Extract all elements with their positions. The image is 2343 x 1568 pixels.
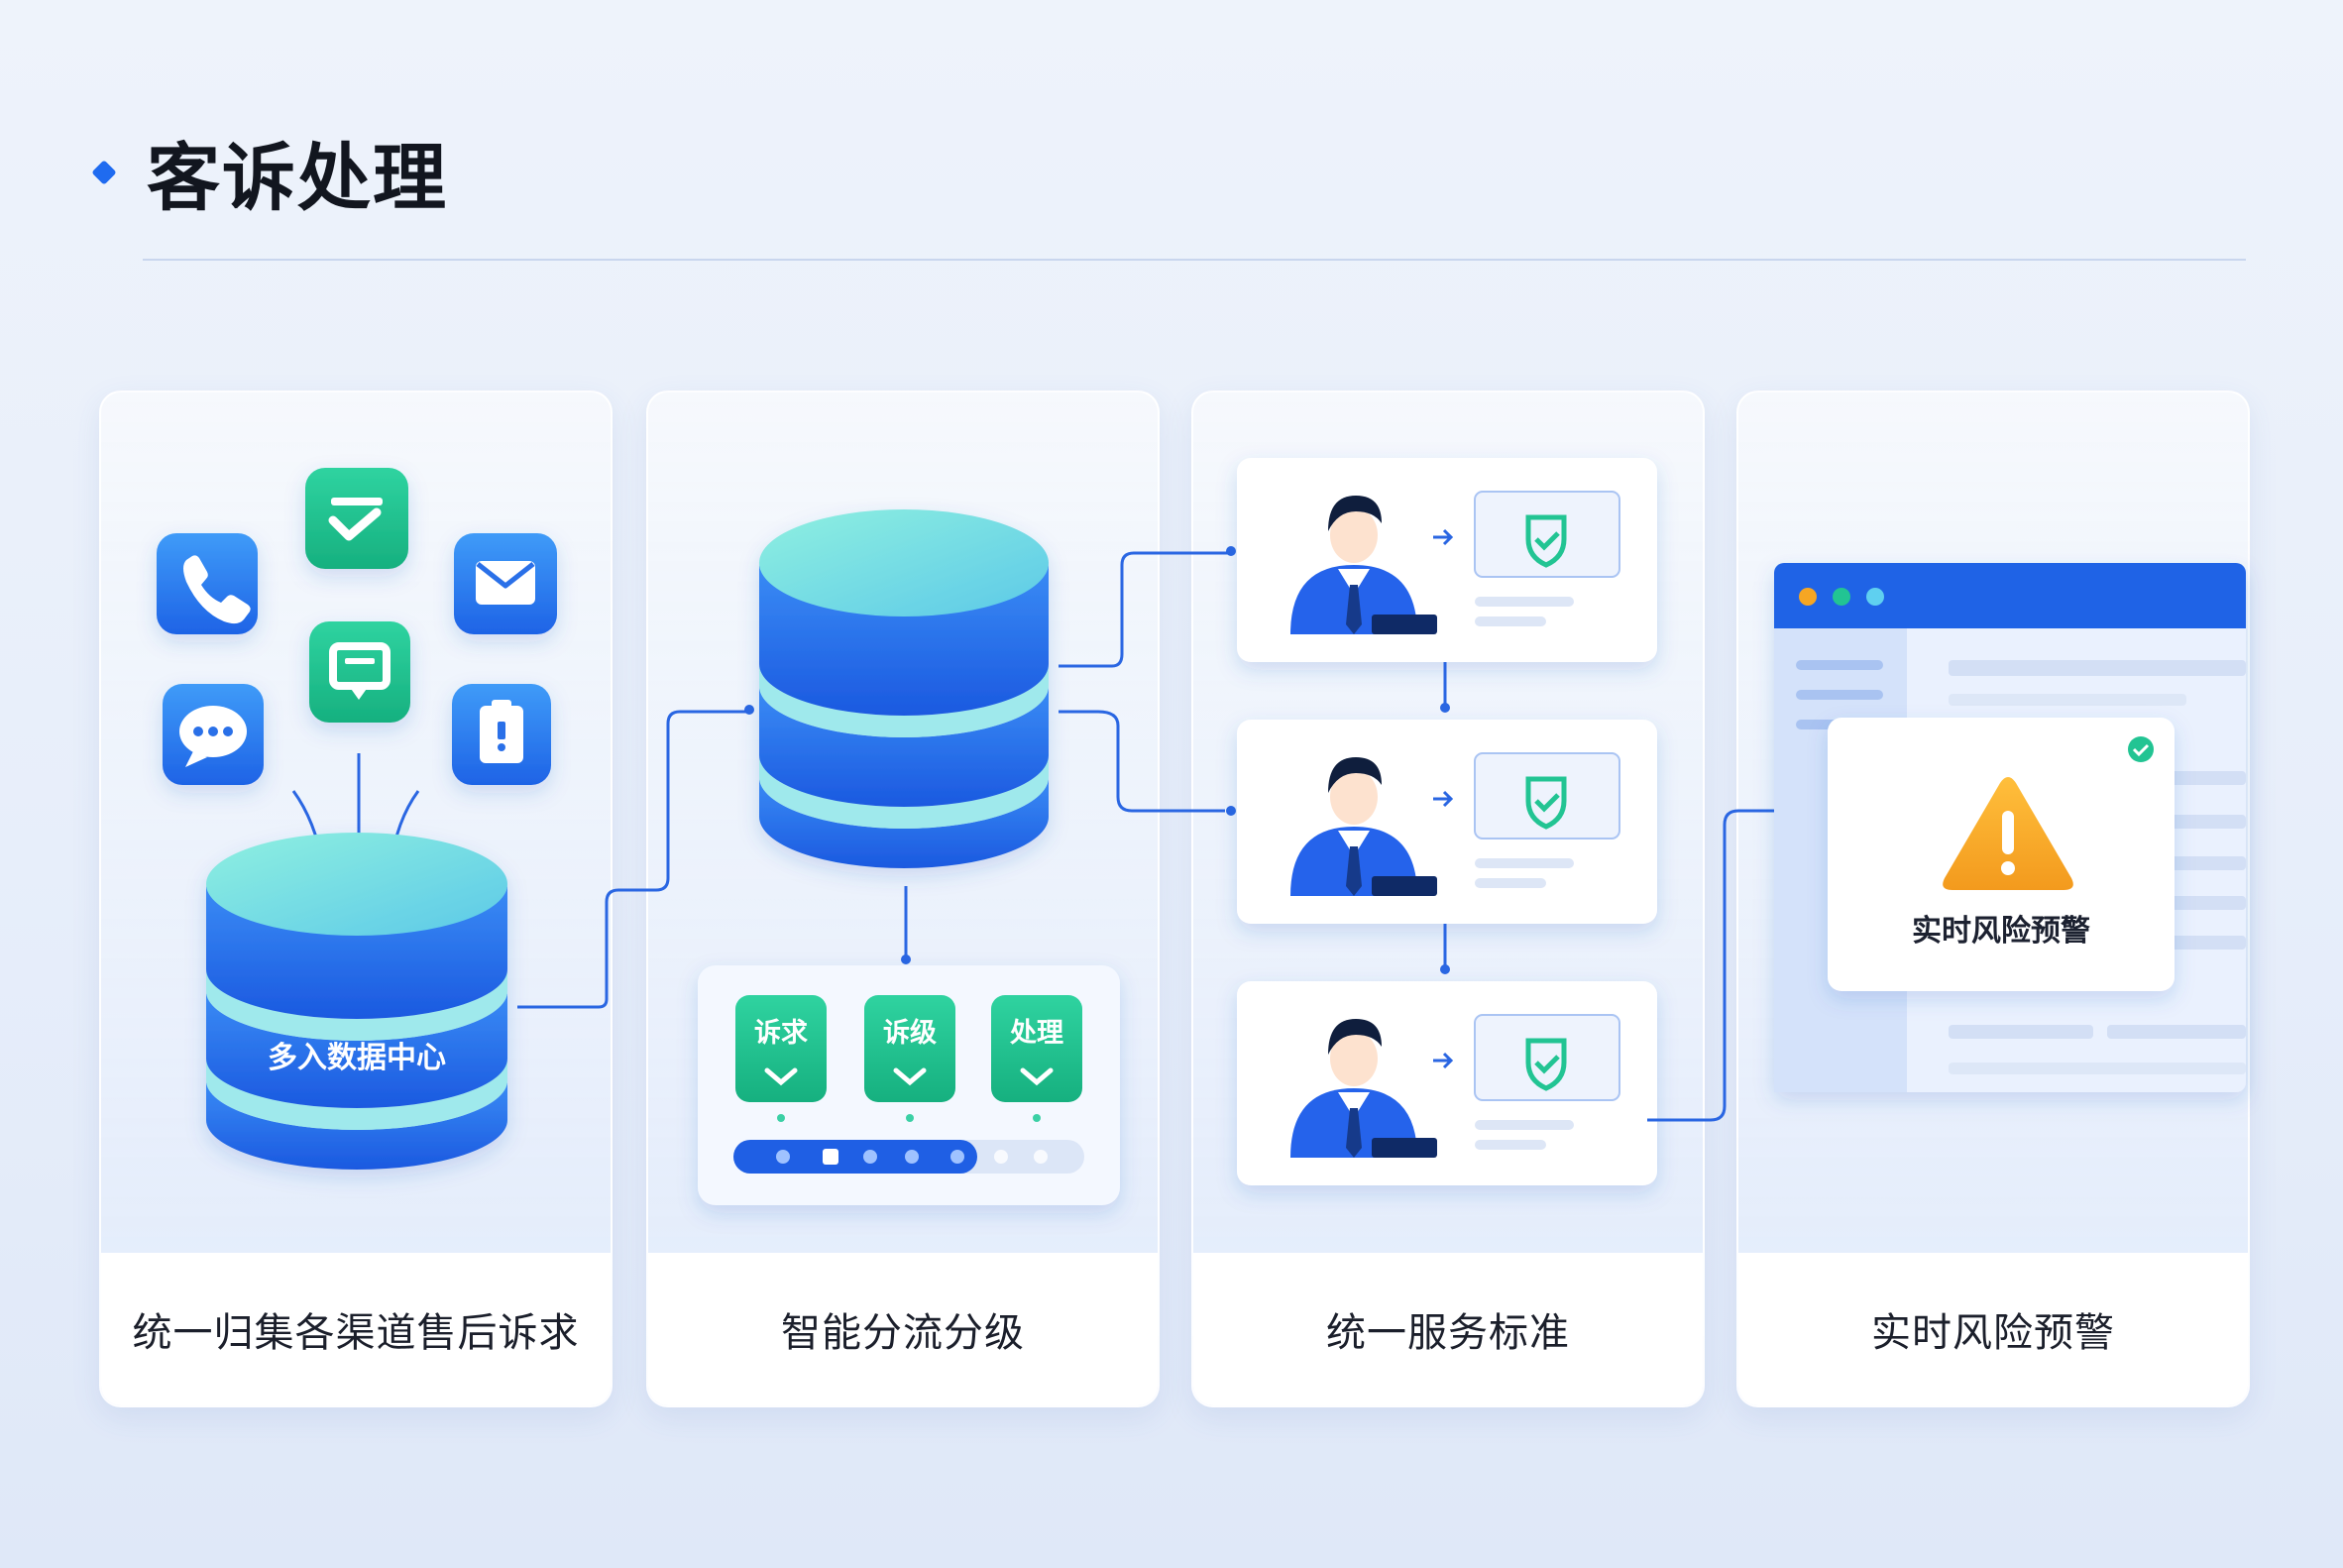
- alert-popup: [1828, 718, 2175, 991]
- chat-bubble-icon: [163, 684, 264, 785]
- agent-avatar-icon: [1290, 1019, 1437, 1158]
- agent-card-1: [1237, 458, 1657, 662]
- warning-icon: [1943, 777, 2073, 890]
- tag-handle: [991, 995, 1082, 1122]
- connector-standard-to-alert: [1647, 809, 1828, 1122]
- connector-dot: [1226, 806, 1236, 816]
- connector-dot: [901, 954, 911, 964]
- feedback-icon: [309, 621, 410, 723]
- clipboard-icon: [452, 684, 551, 785]
- shield-check-icon: [1525, 514, 1567, 568]
- step-label-alert: 实时风险预警: [1738, 1253, 2248, 1405]
- window-dot-icon: [1833, 588, 1850, 606]
- tag-grade-label: 诉级: [883, 1018, 937, 1049]
- agent-avatar-icon: [1290, 496, 1437, 634]
- shield-check-icon: [1525, 776, 1567, 830]
- shield-check-icon: [1525, 1038, 1567, 1091]
- tag-complaint-label: 诉求: [754, 1018, 808, 1049]
- connector-route-to-standard: [1059, 551, 1231, 813]
- step-label-collect: 统一归集各渠道售后诉求: [101, 1253, 611, 1405]
- page-title: 客诉处理: [147, 136, 448, 221]
- phone-icon: [157, 533, 258, 634]
- tag-grade: [864, 995, 955, 1122]
- title-bar: 客诉处理: [91, 119, 448, 225]
- database-icon: [206, 833, 507, 1170]
- progress-track: [733, 1140, 1084, 1174]
- window-dot-icon: [1866, 588, 1884, 606]
- connector-dot: [744, 705, 754, 715]
- agent-avatar-icon: [1290, 757, 1437, 896]
- tag-complaint: [735, 995, 827, 1122]
- connector-collect-to-route: [517, 710, 747, 1009]
- window-dot-icon: [1799, 588, 1817, 606]
- tag-handle-label: 处理: [1010, 1018, 1063, 1049]
- step-label-route: 智能分流分级: [648, 1253, 1158, 1405]
- verified-check-icon: [2128, 736, 2154, 762]
- title-divider: [143, 259, 2246, 261]
- connector-dot: [1226, 546, 1236, 556]
- connector-dot: [1440, 703, 1450, 713]
- check-message-icon: [305, 468, 408, 569]
- agent-card-2: [1237, 720, 1657, 924]
- central-database-icon: [759, 509, 1049, 868]
- connector-dot: [1440, 964, 1450, 974]
- mail-icon: [454, 533, 557, 634]
- step-label-standard: 统一服务标准: [1193, 1253, 1703, 1405]
- alert-popup-text: 实时风险预警: [1912, 914, 2090, 949]
- database-label: 多入数据中心: [268, 1041, 446, 1075]
- agent-card-3: [1237, 981, 1657, 1185]
